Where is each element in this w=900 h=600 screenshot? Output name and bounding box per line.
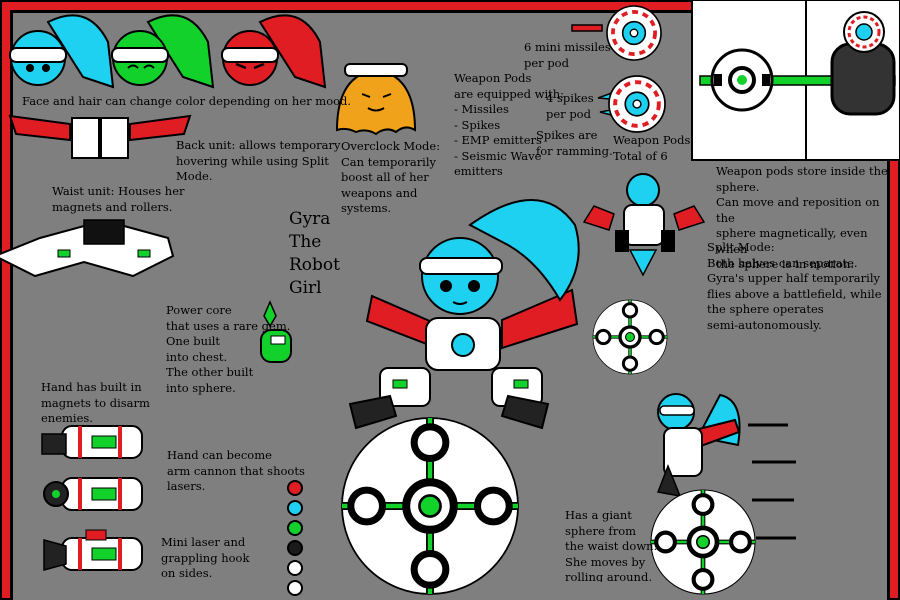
note-waist-unit: Waist unit: Houses her magnets and rolle… <box>52 184 185 214</box>
inset-panel-split <box>691 0 900 161</box>
note-giant-sphere: Has a giant sphere from the waist down. … <box>565 508 658 582</box>
missile-pod <box>571 4 663 62</box>
note-pods-store: Weapon pods store inside the sphere. Can… <box>716 164 888 271</box>
note-weapon-pods-equipped: Weapon Pods are equipped with: - Missile… <box>454 71 565 178</box>
palette-swatch <box>287 520 303 536</box>
overclock-head <box>335 63 417 136</box>
note-face-hair: Face and hair can change color depending… <box>22 94 352 108</box>
hand-magnet <box>41 425 143 459</box>
note-hand-magnets: Hand has built in magnets to disarm enem… <box>41 380 150 425</box>
sphere-front-view <box>591 298 669 376</box>
note-overclock: Overclock Mode: Can temporarily boost al… <box>341 139 441 215</box>
back-unit <box>8 114 192 159</box>
hand-cannon <box>43 477 143 511</box>
note-pods-total: Weapon Pods Total of 6 <box>613 133 691 163</box>
note-mini-laser: Mini laser and grappling hook on sides. <box>161 535 250 580</box>
note-ramming: Spikes are for ramming. <box>536 128 613 158</box>
hand-grapple <box>43 529 143 571</box>
main-character <box>342 199 580 594</box>
note-missiles: 6 mini missiles per pod <box>524 40 611 70</box>
spike-pod <box>597 74 667 134</box>
note-split-mode: Split Mode: Both halves can separate. Gy… <box>707 240 882 332</box>
palette-swatch <box>287 500 303 516</box>
rolling-character <box>651 393 796 594</box>
note-spikes: 4 spikes per pod <box>546 91 594 121</box>
note-arm-cannon: Hand can become arm cannon that shoots l… <box>167 448 305 493</box>
palette-swatch <box>287 560 303 576</box>
note-power-core: Power core that uses a rare gem. One bui… <box>166 303 291 395</box>
split-mode-upper-half <box>582 173 706 277</box>
page-title: Gyra The Robot Girl <box>289 209 340 298</box>
note-back-unit: Back unit: allows temporary hovering whi… <box>176 138 341 183</box>
palette-swatch <box>287 480 303 496</box>
color-palette <box>287 480 303 596</box>
mood-heads <box>9 14 327 89</box>
waist-unit <box>0 219 175 278</box>
palette-swatch <box>287 540 303 556</box>
palette-swatch <box>287 580 303 596</box>
power-core-gem <box>260 300 292 363</box>
